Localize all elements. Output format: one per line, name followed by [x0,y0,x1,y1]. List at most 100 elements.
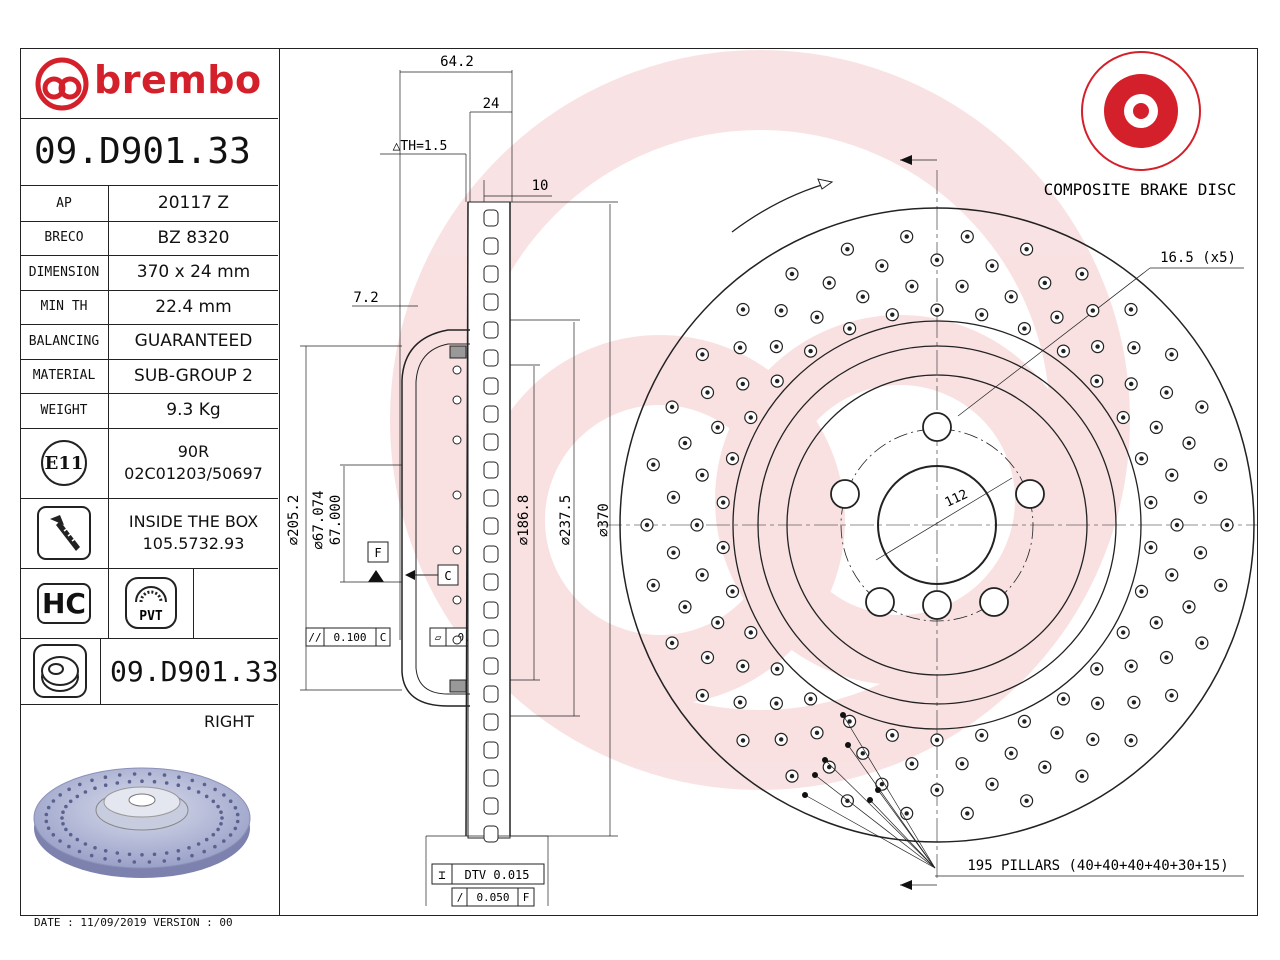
drill-hole-center [1061,696,1066,702]
vent-slot [483,657,499,675]
render-dot [187,846,191,850]
svg-text://: // [308,631,321,644]
drill-hole-center [965,811,970,816]
drawing-title: COMPOSITE BRAKE DISC [1044,180,1237,199]
render-dot [213,844,217,849]
dim-d67074: ⌀67.074 [311,490,327,549]
render-dot [93,846,97,850]
dim-d237: ⌀237.5 [558,495,574,546]
render-dot [164,851,169,855]
drill-hole-center [705,390,710,395]
render-dot [164,781,169,785]
drill-hole-center [1090,737,1096,742]
drill-hole-center [669,404,675,410]
lug-holes [830,412,1045,620]
render-dot [127,779,132,784]
dim-d205: ⌀205.2 [286,495,302,546]
render-dot [219,810,223,814]
pillar-dot [812,772,818,778]
render-dot [89,853,94,858]
dim-th: △TH=1.5 [393,139,448,154]
hat-hole [452,545,462,555]
drill-hole-center [694,522,700,528]
drill-hole-center [682,440,688,446]
drill-hole-center [1154,425,1159,430]
render-dot [68,799,73,804]
drill-hole-center [934,787,940,793]
drill-hole-center [730,456,735,461]
render-dot [44,812,49,817]
drill-hole-center [1154,620,1159,625]
render-dot [117,773,122,777]
drawing-sheet [20,48,1258,916]
pillar-leader [824,759,936,869]
drill-hole-center [715,425,720,430]
drill-hole-center [959,284,965,289]
drill-hole-center [721,500,726,505]
spec-key: WEIGHT [20,393,109,428]
svg-text:F: F [523,891,530,904]
svg-text:▱: ▱ [435,631,442,644]
render-dot [233,826,238,831]
drill-hole-center [651,583,656,588]
render-dot [233,806,238,810]
drill-hole-center [1042,764,1048,770]
drill-hole-center [789,773,795,779]
pillar-dot [822,757,828,763]
drill-hole-center [1022,719,1027,724]
render-dot [152,852,157,857]
hat-hole [452,435,462,445]
vent-slot [483,265,499,283]
bottom-part-row: 09.D901.33 [20,638,279,705]
render-dot [222,839,226,843]
drill-hole-center [682,604,688,610]
drill-hole-center [965,234,970,239]
drill-hole-center [1218,462,1223,467]
spec-value: 20117 Z [157,193,230,214]
pillar-leader [804,794,936,869]
drill-hole-center [808,696,813,702]
drill-hole-center [1164,390,1169,395]
spec-row: AP 20117 Z [20,186,278,222]
drill-hole-center [774,701,779,706]
drill-hole-center [1198,495,1203,500]
render-dot [213,787,217,792]
render-dot [75,794,80,799]
drill-hole-center [715,620,720,625]
svg-text:DTV 0.015: DTV 0.015 [464,868,529,882]
spec-row: BRECO BZ 8320 [20,220,278,256]
hat-hole [452,395,462,405]
drill-hole-center [700,472,705,478]
drill-hole-center [730,589,735,594]
drill-hole-center [1139,456,1144,461]
render-dot [115,851,120,855]
dim-d370: ⌀370 [596,503,612,537]
hat-hole [452,490,462,500]
disc-render-icon [33,767,251,878]
hat-hole [452,635,462,645]
render-dot [147,860,152,864]
drill-hole-center [1148,545,1154,550]
render-dot [103,783,108,787]
drill-hole-center [860,751,865,756]
drill-hole-center [737,345,743,350]
render-dot [132,860,137,864]
render-dot [93,786,97,790]
drill-hole-center [1061,348,1066,354]
pvt-cell: PVT [109,568,194,638]
drill-hole-center [890,312,895,317]
footer-date: DATE : 11/09/2019 VERSION : 00 [34,916,233,929]
dim-ten: 10 [532,178,549,194]
vent-slot [483,349,499,367]
spec-value: BZ 8320 [157,227,230,248]
drill-hole-center [890,733,895,738]
vent-slot [483,629,499,647]
spec-key: MIN TH [20,289,109,324]
pillar-leader [869,799,936,869]
render-dot [140,853,144,857]
render-dot [196,842,201,846]
drill-hole-center [740,307,746,312]
vent-slot [483,685,499,703]
drill-hole-center [671,550,676,555]
brembo-logo-icon [35,57,89,111]
